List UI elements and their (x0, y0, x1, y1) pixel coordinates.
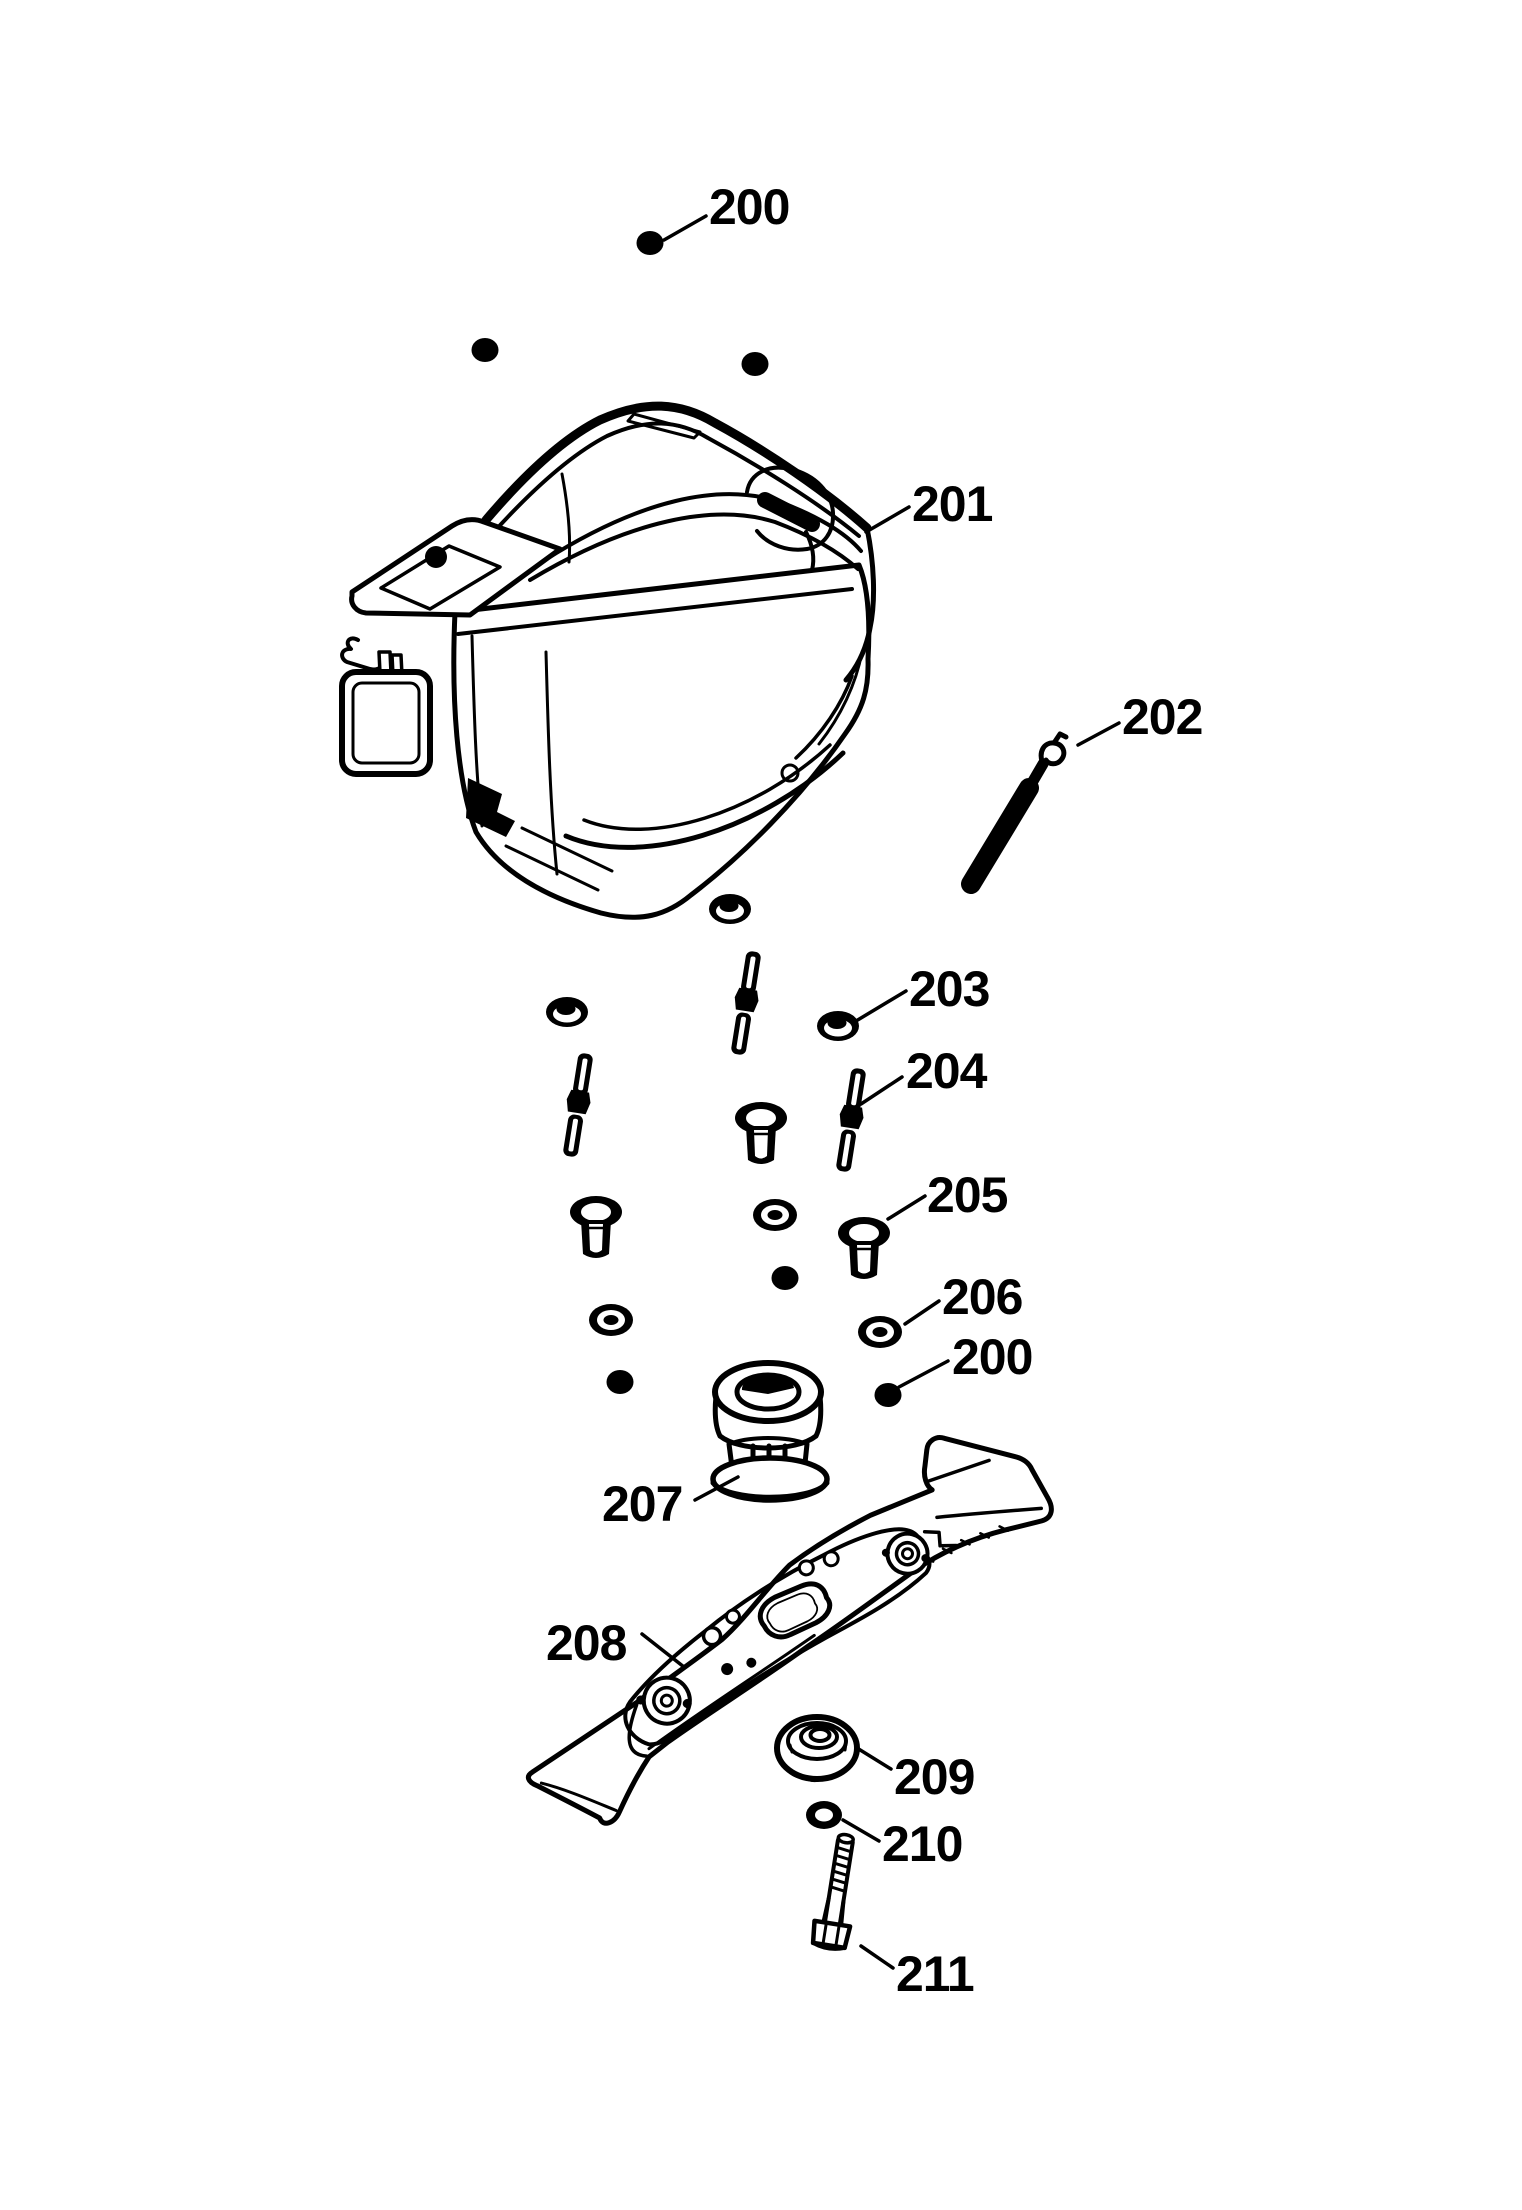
leader-204 (859, 1075, 904, 1106)
leader-210 (841, 1818, 881, 1843)
stud-icon (829, 1065, 873, 1175)
recoil-handle (745, 465, 836, 572)
callout-204: 204 (906, 1043, 988, 1099)
flange-nut-icon (816, 1010, 860, 1042)
leader-lines (640, 214, 1121, 1970)
leader-206 (903, 1299, 941, 1326)
callout-210: 210 (882, 1816, 962, 1872)
leader-200-lower (897, 1359, 950, 1389)
blade-bolt-drawing (810, 1832, 855, 1951)
callout-206: 206 (942, 1269, 1022, 1325)
leader-207 (693, 1475, 740, 1502)
fastener-column-center (708, 893, 800, 1292)
fuel-cap-dot (425, 546, 447, 568)
leader-203 (854, 989, 908, 1023)
hex-nut-icon (605, 1368, 635, 1396)
callout-labels: 200 201 202 203 204 205 206 200 207 208 … (546, 179, 1203, 2002)
callout-208: 208 (546, 1615, 627, 1671)
top-hex-nuts (471, 231, 769, 376)
callout-205: 205 (927, 1167, 1008, 1223)
stud-icon (724, 948, 768, 1058)
callout-202: 202 (1122, 689, 1202, 745)
leader-205 (886, 1194, 927, 1221)
cap-spacer-icon (568, 1194, 624, 1260)
callout-211: 211 (896, 1946, 974, 2002)
hex-nut-icon (471, 338, 499, 362)
callout-201: 201 (912, 476, 993, 532)
washer-icon (589, 1304, 633, 1336)
dipstick-drawing (961, 731, 1069, 894)
hex-nut-icon (636, 231, 664, 255)
callout-200-lower: 200 (952, 1329, 1032, 1385)
callout-200-top: 200 (709, 179, 789, 235)
blade-bolt-hole-left (636, 1675, 692, 1726)
leader-208 (640, 1632, 686, 1669)
blade-bolt-hole-right (881, 1531, 930, 1576)
washer-icon (753, 1199, 797, 1231)
leader-211 (859, 1944, 895, 1970)
blade-drawing (525, 1435, 1054, 1826)
flange-nut-icon (545, 996, 589, 1028)
leader-202 (1076, 721, 1121, 747)
blade-adapter-drawing (710, 1360, 830, 1503)
callout-207: 207 (602, 1476, 682, 1532)
fuel-tank (349, 517, 563, 618)
cap-spacer-icon (836, 1215, 892, 1281)
leader-201 (864, 505, 911, 534)
hex-nut-icon (741, 352, 769, 376)
hex-nut-icon (770, 1264, 800, 1292)
blade-support-washer-drawing (774, 1714, 860, 1783)
engine-drawing (339, 401, 877, 920)
washer-210-drawing (806, 1801, 842, 1829)
callout-203: 203 (909, 961, 989, 1017)
leader-200-top (662, 214, 708, 242)
fastener-column-right (816, 1010, 903, 1409)
leader-209 (855, 1746, 893, 1771)
flange-nut-icon (708, 893, 752, 925)
washer-icon (858, 1316, 902, 1348)
callout-209: 209 (894, 1749, 974, 1805)
cap-spacer-icon (733, 1100, 789, 1166)
stud-icon (556, 1050, 600, 1160)
fastener-column-left (545, 996, 635, 1396)
